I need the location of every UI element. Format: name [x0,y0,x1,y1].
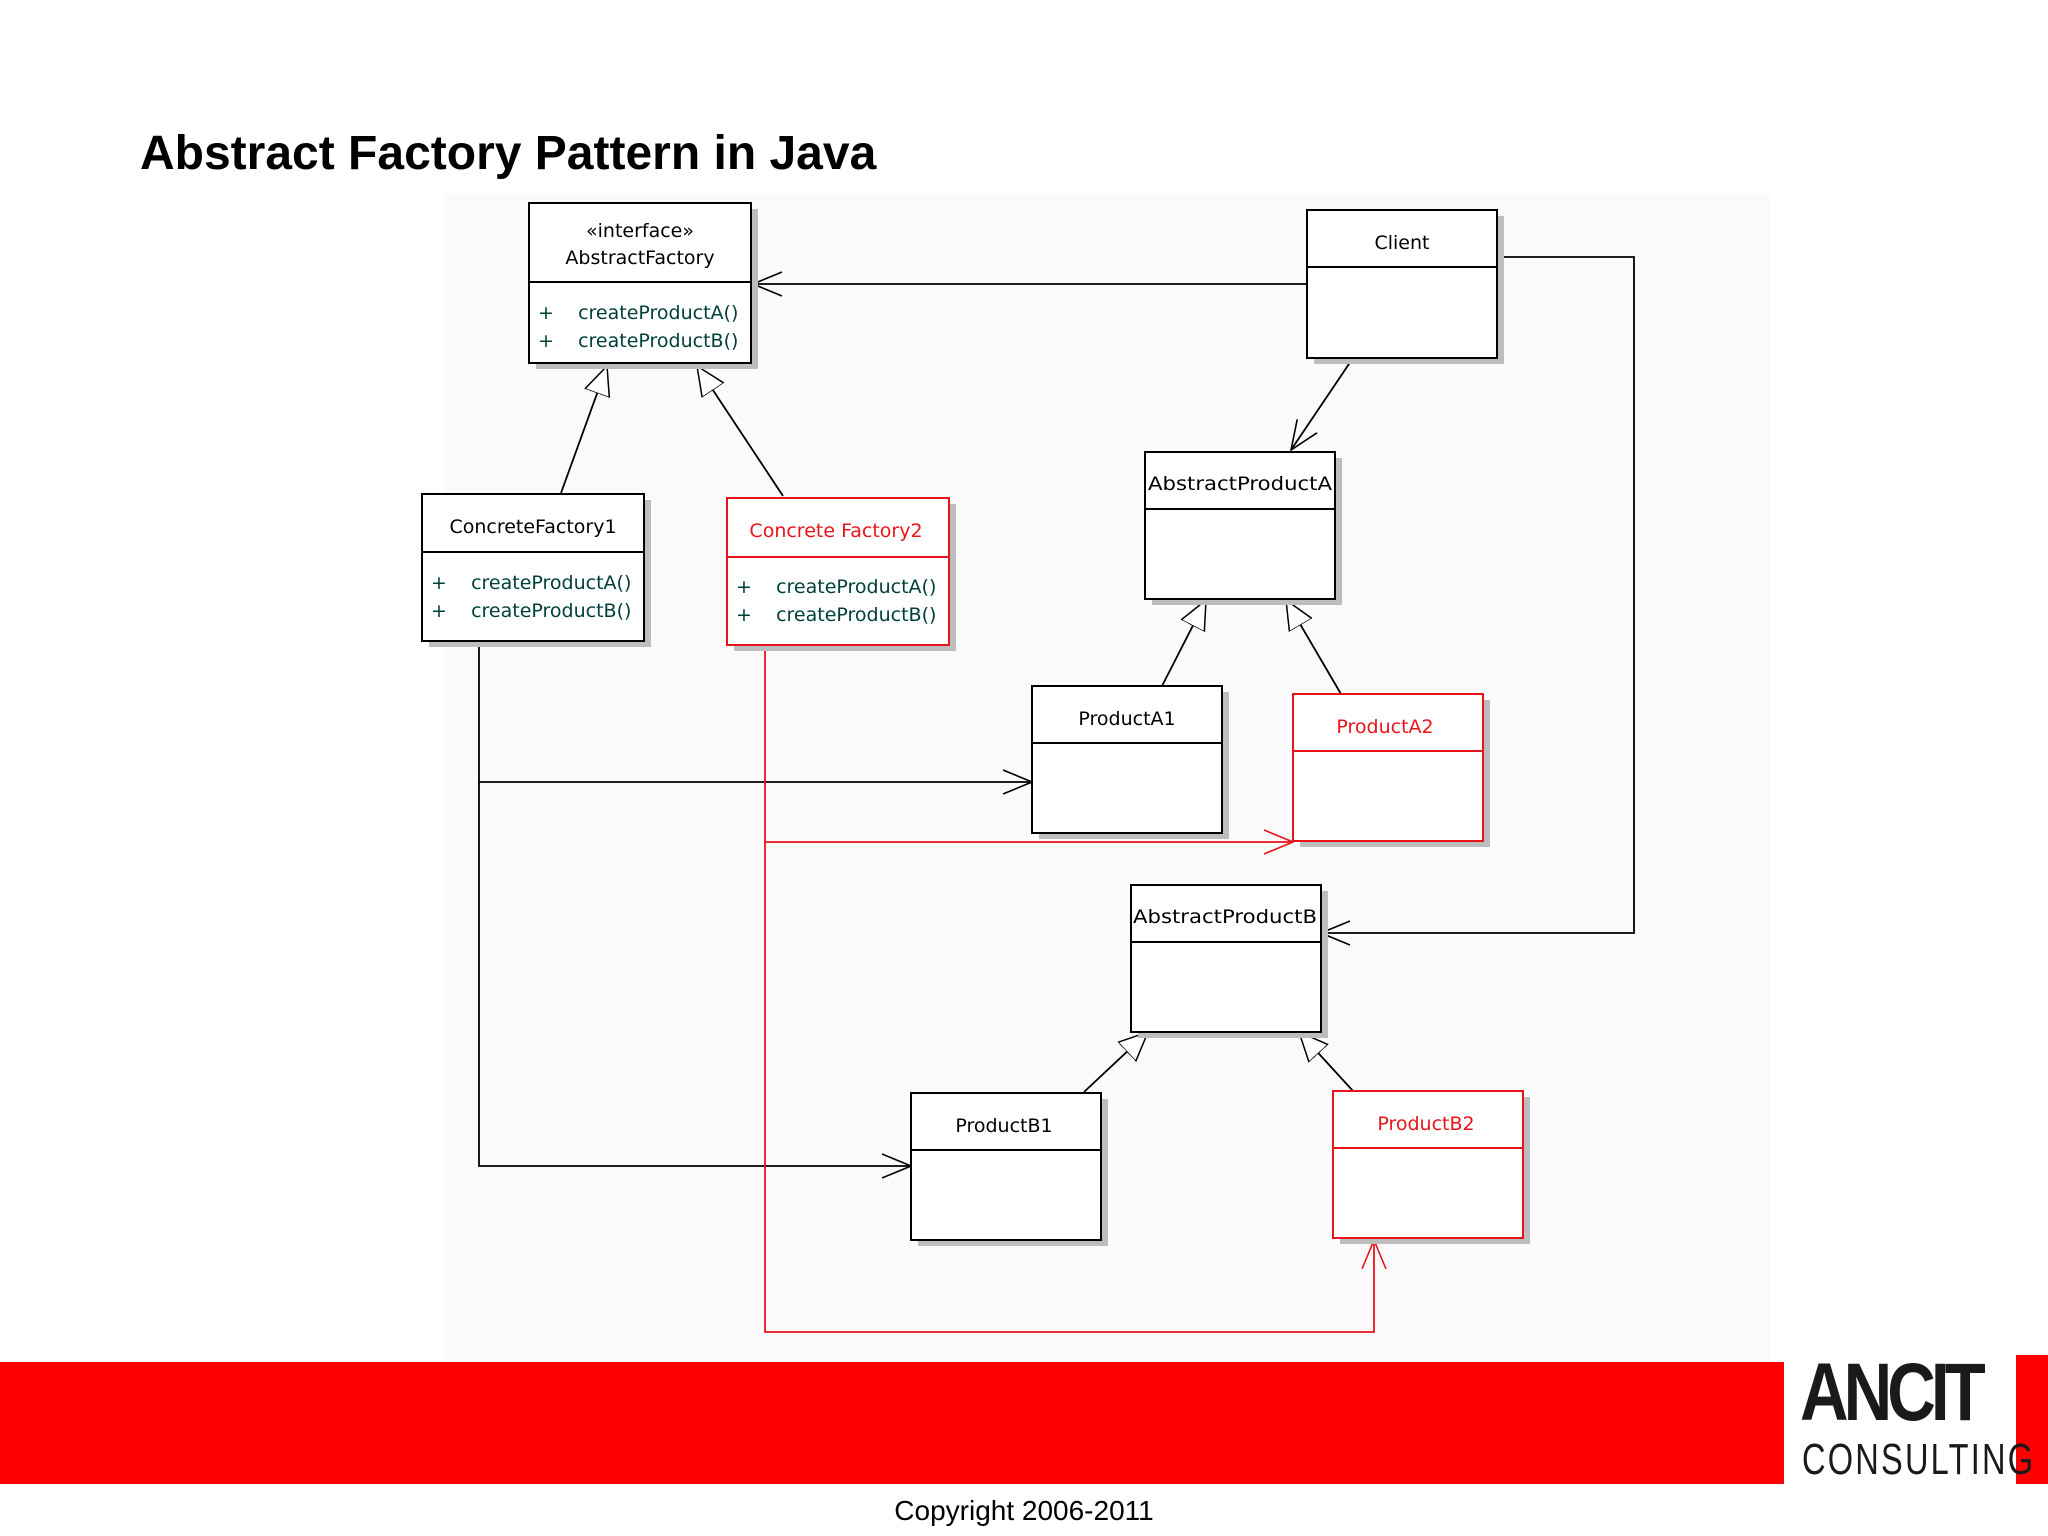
logo-wordmark: ANCIT [1800,1347,1986,1438]
factory2-to-product-b2-dependency [764,842,1374,1333]
concrete-factory-1-operation: + createProductB() [431,600,631,622]
class-concrete-factory-1: ConcreteFactory1 + createProductA() + cr… [421,493,651,647]
abstract-factory-operation: + createProductB() [538,330,738,352]
slide-title: Abstract Factory Pattern in Java [140,127,877,180]
product-b2-name: ProductB2 [1377,1113,1474,1135]
product-a1-name: ProductA1 [1078,708,1175,730]
class-product-a2: ProductA2 [1292,693,1490,847]
factory1-to-product-b1-dependency [478,782,911,1166]
footer-stripe [2016,1355,2048,1484]
product-b1-name: ProductB1 [955,1115,1052,1137]
concrete-factory-2-operation: + createProductB() [736,604,936,626]
uml-class-diagram: «interface» AbstractFactory + createProd… [421,202,1635,1333]
concrete-factory-1-operation: + createProductA() [431,572,631,594]
class-product-b1: ProductB1 [910,1092,1108,1246]
class-product-a1: ProductA1 [1031,685,1229,839]
concrete-factory-2-name: Concrete Factory2 [749,520,922,542]
connectors [478,256,1635,1333]
class-client: Client [1306,209,1504,364]
client-to-abstract-product-a-association [1291,357,1354,450]
class-abstract-product-a: AbstractProductA [1144,451,1342,605]
class-abstract-product-b: AbstractProductB [1130,884,1328,1038]
abstract-factory-operation: + createProductA() [538,302,738,324]
ancit-consulting-logo: ANCIT CONSULTING [1800,1347,2036,1487]
product-b1-generalization [1083,1032,1148,1093]
logo-subtitle: CONSULTING [1802,1435,2036,1484]
factory1-realization [560,366,607,494]
abstract-factory-stereotype: «interface» [586,220,694,242]
client-to-abstract-product-b-association [1321,256,1635,933]
footer-band [0,1362,1784,1484]
product-a2-generalization [1286,600,1342,695]
concrete-factory-1-name: ConcreteFactory1 [449,516,616,538]
class-product-b2: ProductB2 [1332,1090,1530,1244]
class-abstract-factory: «interface» AbstractFactory + createProd… [528,202,758,369]
product-a1-generalization [1161,600,1206,687]
concrete-factory-2-operation: + createProductA() [736,576,936,598]
product-b2-generalization [1299,1032,1354,1092]
class-concrete-factory-2: Concrete Factory2 + createProductA() + c… [726,497,956,651]
abstract-factory-name: AbstractFactory [565,247,714,269]
abstract-product-b-name: AbstractProductB [1133,906,1317,928]
product-a2-name: ProductA2 [1336,716,1433,738]
client-name: Client [1374,232,1429,254]
abstract-product-a-name: AbstractProductA [1148,473,1332,495]
copyright-text: Copyright 2006-2011 [894,1495,1154,1526]
factory2-realization [697,366,784,497]
